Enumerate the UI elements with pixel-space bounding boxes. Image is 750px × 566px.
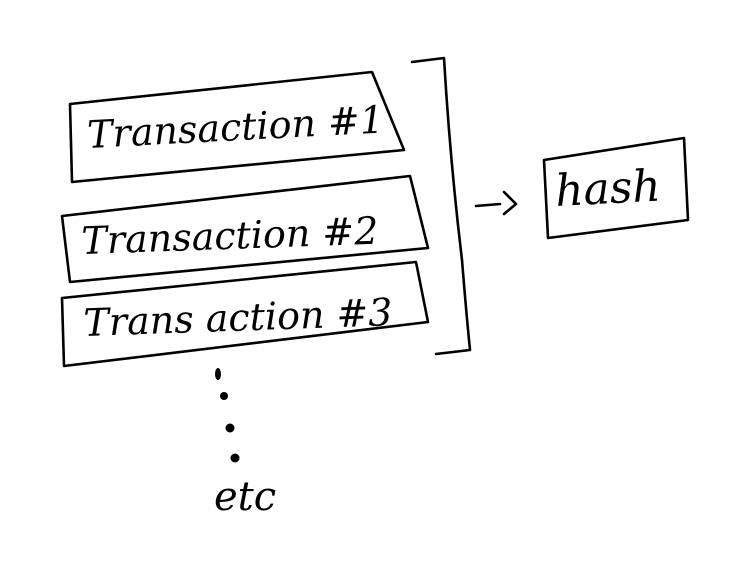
transaction-box-3-label: Trans action #3 [83, 290, 393, 345]
continuation-dot-3 [225, 423, 235, 433]
continuation-dot-2 [220, 392, 228, 400]
arrow-head [502, 190, 518, 216]
continuation-dot-4 [230, 453, 240, 463]
transaction-box-3: Trans action #3 [60, 260, 430, 368]
transaction-box-3-outline [60, 260, 430, 368]
arrow-shaft [474, 202, 502, 208]
hash-box: hash [542, 136, 690, 240]
transaction-box-1-label: Transaction #1 [86, 98, 385, 157]
transaction-box-2-outline [60, 174, 430, 284]
hash-box-outline [542, 136, 690, 240]
transaction-box-2-label: Transaction #2 [81, 209, 379, 263]
hash-label: hash [554, 161, 662, 217]
transaction-box-1: Transaction #1 [68, 70, 406, 184]
continuation-dots [215, 368, 240, 463]
continuation-dot-1 [215, 368, 221, 380]
continuation-label: etc [214, 474, 276, 520]
transaction-box-1-outline [68, 70, 406, 184]
grouping-bracket [410, 56, 472, 356]
arrow-icon [474, 190, 518, 216]
transaction-box-2: Transaction #2 [60, 174, 430, 284]
